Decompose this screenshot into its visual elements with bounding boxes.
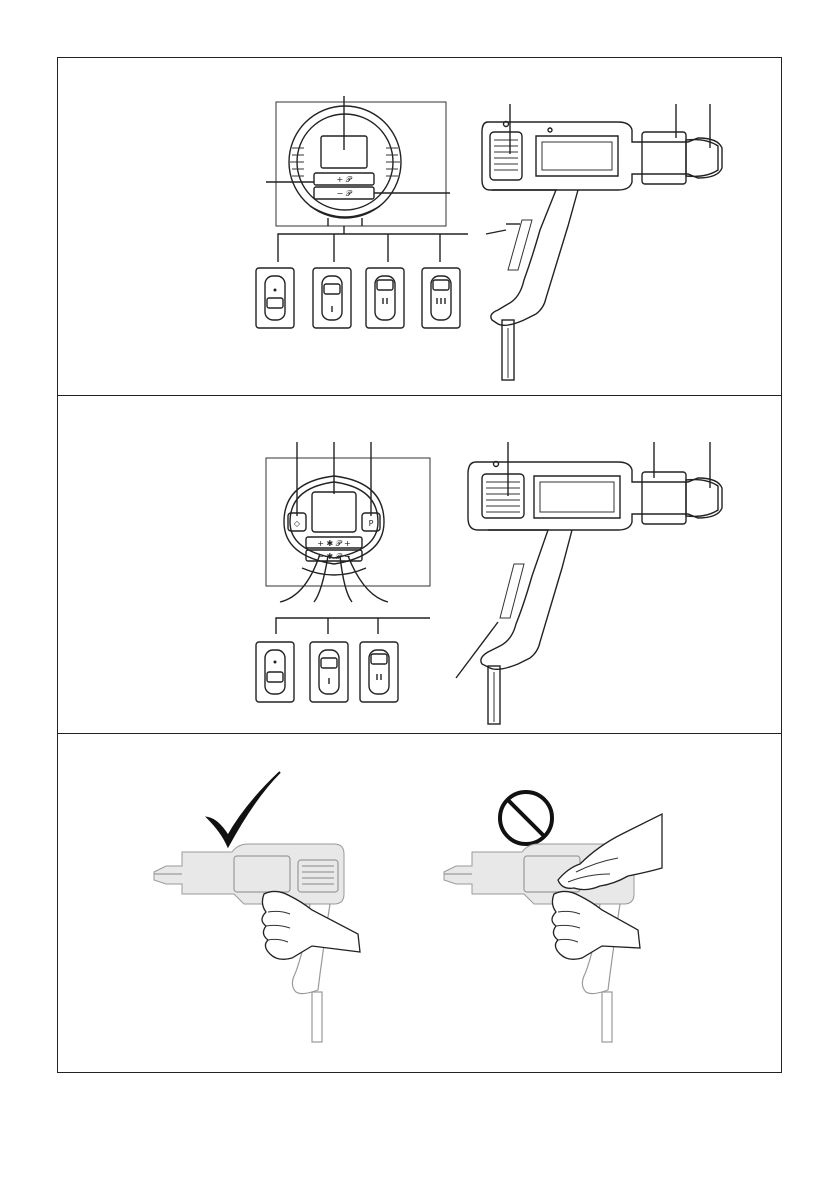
switch-position-3 — [422, 268, 460, 328]
minus-button-label: − 𝒫 — [336, 189, 352, 198]
switch-position-1 — [310, 642, 348, 702]
switch-position-1 — [313, 268, 351, 328]
prohibited-icon — [500, 792, 552, 844]
display-head: + 𝒫 − 𝒫 — [289, 106, 401, 226]
panel-usage — [58, 734, 781, 1072]
switch-position-2 — [366, 268, 404, 328]
figure-frame: + 𝒫 − 𝒫 — [57, 57, 782, 1073]
panel-model-b-drawing: ◇ P + ✱ 𝒫 + − ✱ 𝒫 − — [58, 396, 783, 734]
switch-position-2 — [360, 642, 398, 702]
panel-model-a-drawing: + 𝒫 − 𝒫 — [58, 58, 783, 396]
panel-usage-drawing — [58, 734, 783, 1072]
panel-model-a: + 𝒫 − 𝒫 — [58, 58, 781, 396]
heat-gun-correct-grip — [154, 844, 360, 1042]
left-mode-button-label: ◇ — [294, 519, 301, 528]
plus-button-label: + 𝒫 — [336, 175, 352, 184]
panel-model-b: ◇ P + ✱ 𝒫 + − ✱ 𝒫 − — [58, 396, 781, 734]
switch-position-0 — [256, 642, 294, 702]
leader-lines — [266, 96, 468, 262]
lcd-screen — [312, 492, 356, 532]
minus-button-row-label: − ✱ 𝒫 − — [317, 552, 351, 561]
right-program-button-label: P — [369, 519, 374, 528]
heat-gun-wrong-grip — [444, 814, 662, 1042]
switch-position-0 — [256, 268, 294, 328]
heat-gun-side-view — [482, 122, 722, 381]
plus-button-row-label: + ✱ 𝒫 + — [317, 539, 351, 548]
checkmark-icon — [208, 772, 280, 846]
leader-lines — [276, 442, 430, 634]
heat-gun-side-view — [468, 462, 722, 725]
